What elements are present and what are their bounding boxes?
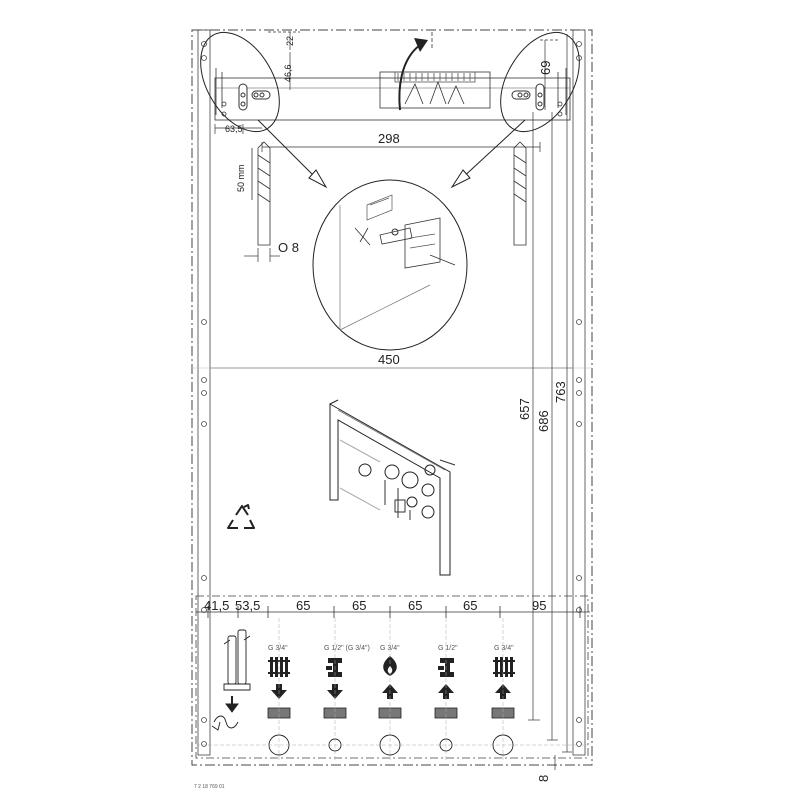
dim-bracket-offset: 46,6: [283, 64, 293, 82]
dim-drill-diameter: O 8: [278, 240, 299, 255]
dim-width: 450: [378, 352, 400, 367]
connection-centerlines: [196, 618, 588, 760]
mounting-bracket: [214, 71, 571, 121]
spacing-ticks: [207, 606, 581, 618]
hang-arrow: [398, 44, 421, 111]
drawing-code: 7 2 18 769 01: [194, 784, 225, 790]
connection-size-4: G 3/4": [494, 645, 514, 652]
spacing-2: 65: [296, 598, 310, 613]
bracket-slots: [238, 83, 545, 111]
bracket-mount-holes: [215, 68, 567, 117]
connection-size-1: G 1/2" (G 3/4"): [324, 645, 370, 652]
spacing-0: 41,5: [204, 598, 229, 613]
detail-ellipse-right: [500, 31, 580, 133]
heating-return-radiator-icon: [493, 657, 515, 677]
boiler-frame-illustration: [329, 399, 456, 576]
spacing-3: 65: [352, 598, 366, 613]
spacing-6: 95: [532, 598, 546, 613]
dim-height-657: 657: [517, 398, 532, 420]
spacing-5: 65: [463, 598, 477, 613]
connection-column-1: G 1/2" (G 3/4"): [323, 645, 370, 752]
spacing-1: 53,5: [235, 598, 260, 613]
dim-bottom-gap: 8: [536, 775, 551, 782]
connection-size-0: G 3/4": [268, 645, 288, 652]
detail-pointer-arrows: [257, 119, 526, 189]
cold-water-tap-icon: [438, 658, 454, 677]
condensate-drain-icon: [211, 629, 251, 731]
spacing-4: 65: [408, 598, 422, 613]
connection-size-3: G 1/2": [438, 645, 458, 652]
dim-drill-depth: 50 mm: [236, 164, 246, 192]
recycling-icon: [227, 504, 255, 529]
connection-column-3: G 1/2": [434, 645, 458, 752]
drill-bit-right-icon: [513, 141, 527, 246]
dim-hole-spacing: 298: [378, 131, 400, 146]
dim-bracket-height: 69: [538, 61, 553, 75]
dim-top-gap: 22: [285, 36, 295, 46]
dim-left-offset: 63,5: [225, 124, 243, 134]
hot-water-tap-icon: [326, 658, 342, 677]
drill-diameter-marker: [244, 248, 280, 262]
drill-bit-left-icon: [251, 141, 271, 246]
dim-height-763: 763: [553, 381, 568, 403]
connection-column-4: G 3/4": [491, 645, 515, 756]
top-dimension-lines: [214, 31, 560, 152]
vertical-dimension-lines: [528, 34, 572, 770]
wall-plug-detail-circle: [312, 179, 468, 351]
dim-height-686: 686: [536, 410, 551, 432]
